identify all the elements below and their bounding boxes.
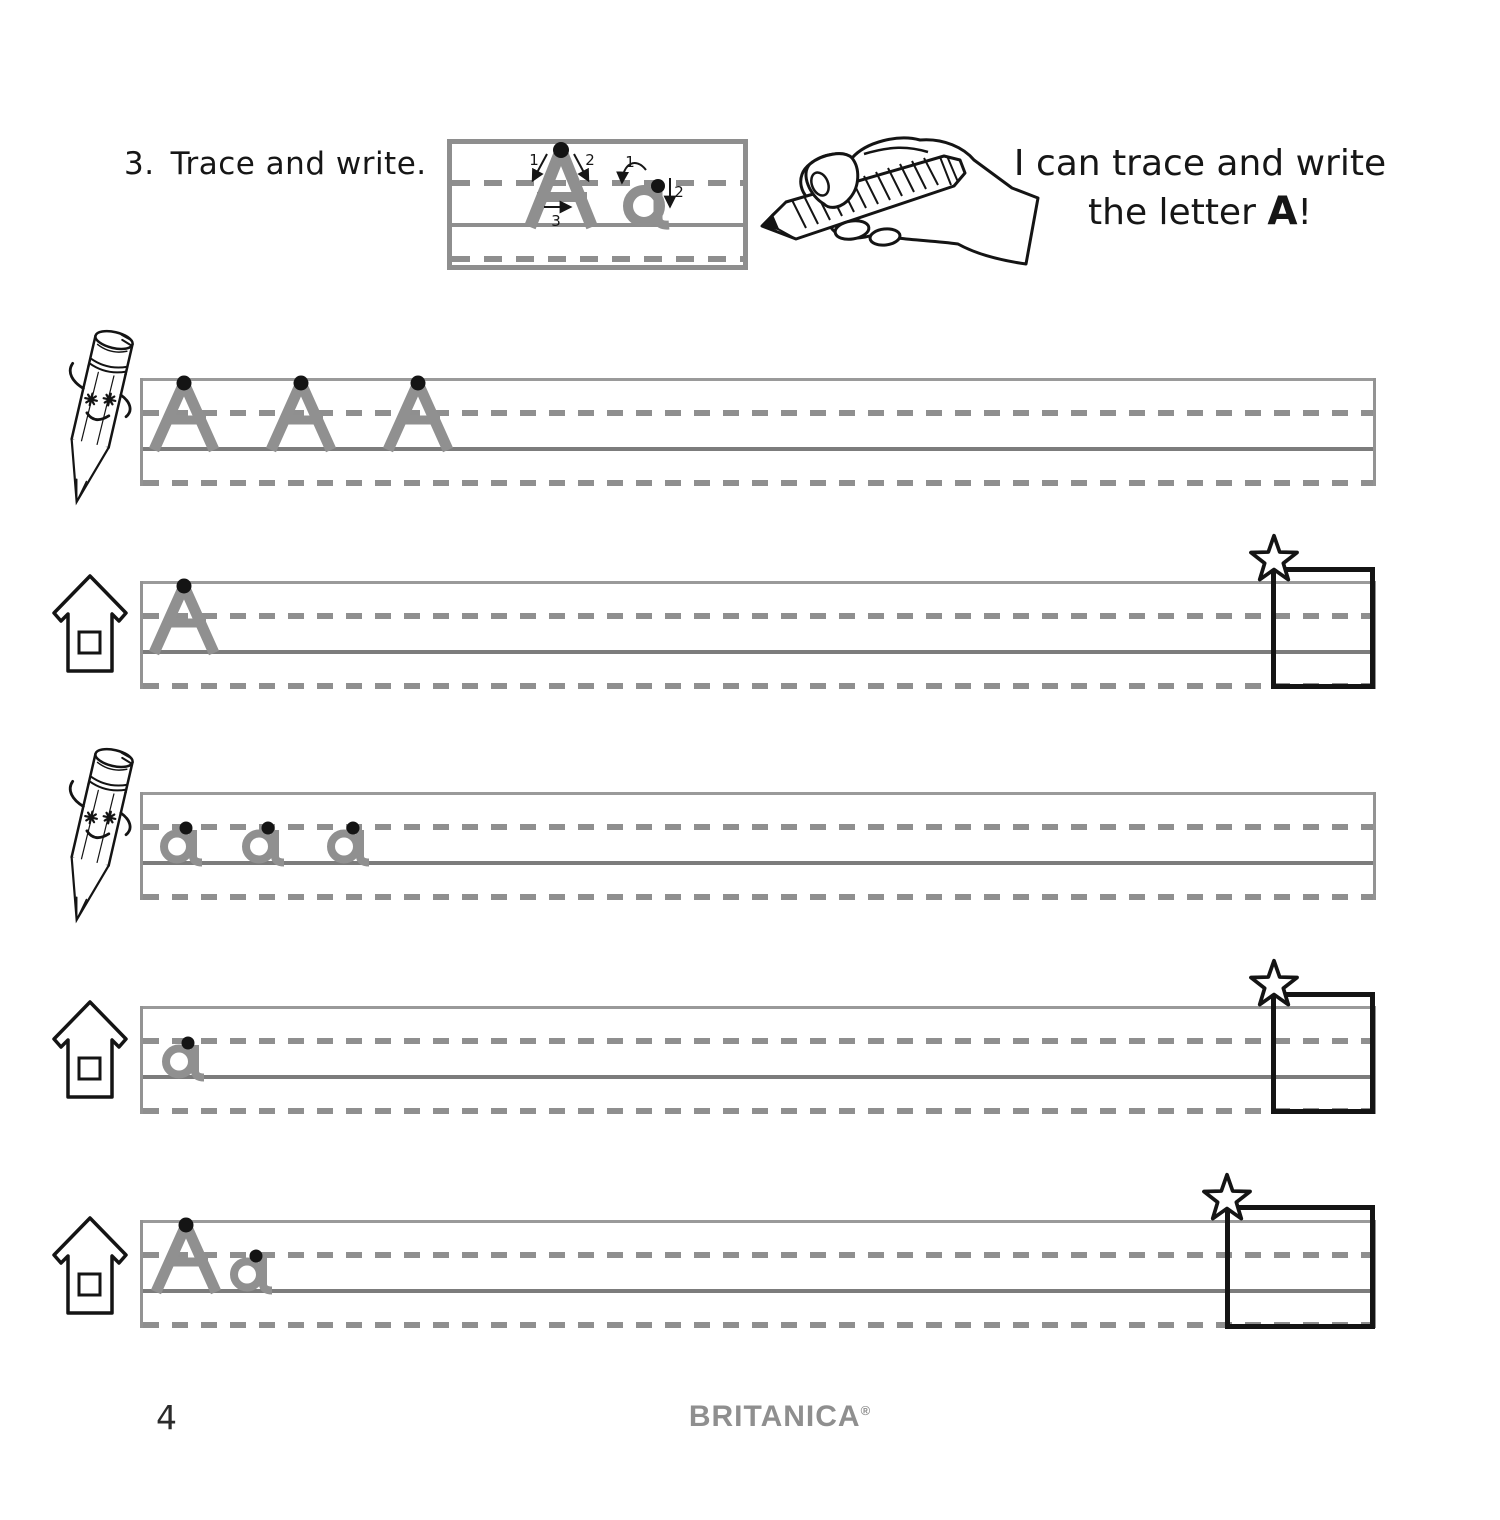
pencil-character-icon	[68, 329, 134, 506]
instruction-text: Trace and write.	[170, 146, 427, 182]
stroke-label: 3	[551, 212, 561, 230]
demo-writing-box: 1 2 3 1 2	[447, 139, 748, 270]
demo-bottomline-dashed	[452, 256, 743, 262]
goal-writing-box	[1225, 1205, 1375, 1329]
house-icon	[52, 1216, 128, 1315]
writing-lines-row-1	[140, 378, 1376, 486]
start-dot	[651, 179, 665, 193]
stroke-label: 1	[625, 153, 635, 171]
stroke-arrow-2	[573, 153, 590, 183]
writing-lines-row-3	[140, 792, 1376, 900]
start-dot	[553, 142, 569, 158]
brand-name: BRITANICA	[688, 1400, 861, 1433]
trace-letters-aaa	[160, 821, 370, 867]
caption-line-2: the letter A!	[1088, 189, 1312, 234]
house-icon	[52, 574, 128, 673]
registered-mark: ®	[860, 1403, 872, 1418]
hand-holding-pencil-icon	[760, 136, 1040, 266]
goal-writing-box	[1271, 567, 1375, 689]
trace-letter-A	[148, 578, 220, 656]
trace-letter-a	[162, 1036, 205, 1082]
house-icon	[52, 1000, 128, 1099]
stroke-arrow-1	[531, 153, 548, 183]
writing-lines-row-2	[140, 581, 1376, 689]
trace-letters-AAA	[148, 375, 454, 453]
writing-lines-row-5	[140, 1220, 1376, 1328]
stroke-label: 2	[585, 151, 595, 169]
goal-writing-box	[1271, 992, 1375, 1114]
item-number: 3.	[124, 146, 155, 182]
trace-letters-Aa	[150, 1217, 273, 1295]
caption-letter-A: A	[1267, 189, 1298, 234]
stroke-arrow-a1	[616, 162, 647, 185]
demo-letters-Aa: 1 2 3 1 2	[524, 142, 684, 230]
page-number: 4	[156, 1398, 177, 1437]
writing-lines-row-4	[140, 1006, 1376, 1114]
stroke-label: 1	[529, 151, 539, 169]
star-icon	[1249, 958, 1299, 1007]
demo-baseline	[452, 223, 743, 227]
caption-line-1: I can trace and write	[1013, 143, 1387, 184]
star-icon	[1249, 533, 1299, 582]
pencil-character-icon	[68, 747, 134, 924]
instruction-line: 3. Trace and write.	[124, 146, 427, 182]
brand-logo: BRITANICA®	[640, 1400, 920, 1434]
stroke-label: 2	[674, 183, 684, 201]
caption: I can trace and write the letter A!	[985, 140, 1415, 237]
demo-midline-dashed	[452, 180, 743, 186]
demo-letter-A	[524, 147, 598, 230]
demo-letter-a	[623, 185, 670, 230]
star-icon	[1202, 1172, 1252, 1221]
